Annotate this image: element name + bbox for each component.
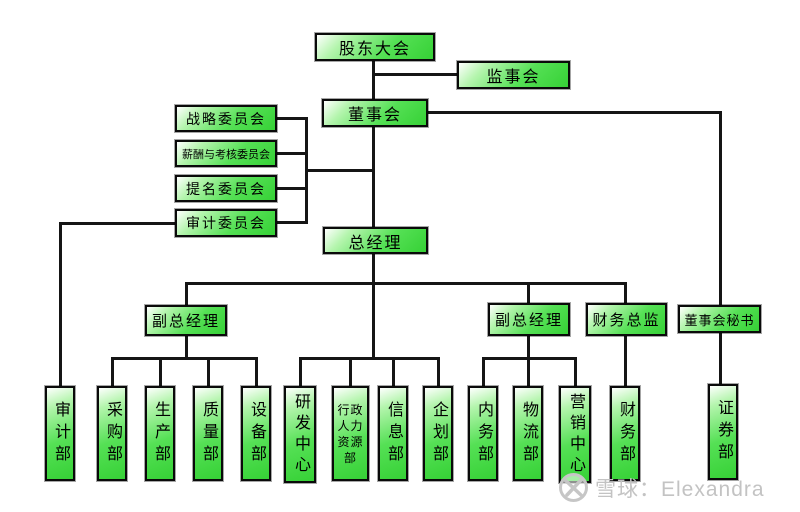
dept-equipment: 设备部 (241, 386, 271, 481)
node-label: 监事会 (486, 69, 541, 86)
watermark-text: 雪球：Elexandra (595, 477, 765, 501)
dept-information: 信息部 (378, 386, 408, 481)
connector-line (624, 336, 627, 387)
xueqiu-logo-icon (559, 473, 588, 502)
connector-line (372, 254, 375, 360)
dept-rnd-center: 研发中心 (284, 386, 316, 483)
dept-quality: 质量部 (193, 386, 223, 481)
node-label: 董事会秘书 (684, 312, 755, 328)
dept-logistics: 物流部 (513, 386, 543, 481)
connector-line (299, 357, 440, 360)
dept-label: 内务部 (475, 400, 492, 467)
node-general-manager: 总经理 (323, 227, 428, 254)
dept-admin-hr: 行政人力资源部 (332, 386, 369, 481)
connector-line (277, 117, 305, 120)
node-label: 薪酬与考核委员会 (182, 148, 270, 161)
node-label: 董事会 (347, 107, 402, 124)
node-nomination-committee: 提名委员会 (175, 175, 277, 202)
node-label: 提名委员会 (186, 182, 266, 198)
connector-line (372, 127, 375, 228)
node-strategy-committee: 战略委员会 (175, 105, 277, 132)
node-finance-director: 财务总监 (586, 303, 667, 336)
dept-marketing-center: 营销中心 (559, 386, 591, 483)
node-audit-committee: 审计委员会 (175, 209, 277, 237)
connector-line (428, 111, 722, 114)
connector-line (185, 282, 188, 305)
connector-line (185, 336, 188, 360)
connector-line (299, 357, 302, 387)
node-label: 股东大会 (338, 41, 411, 58)
dept-label: 行政人力资源部 (337, 402, 364, 465)
connector-line (372, 73, 457, 76)
node-label: 副总经理 (494, 313, 563, 329)
dept-label: 物流部 (520, 400, 537, 467)
connector-line (527, 357, 530, 387)
connector-line (59, 222, 62, 386)
dept-label: 审计部 (52, 400, 69, 467)
dept-label: 营销中心 (567, 392, 584, 477)
connector-line (349, 357, 352, 387)
connector-line (719, 111, 722, 306)
node-deputy-gm-right: 副总经理 (488, 303, 570, 336)
node-label: 副总经理 (151, 314, 220, 330)
connector-line (372, 61, 375, 100)
connector-line (574, 357, 577, 387)
dept-production: 生产部 (145, 386, 175, 481)
connector-line (277, 152, 305, 155)
node-label: 总经理 (348, 234, 403, 252)
dept-label: 设备部 (248, 400, 265, 467)
dept-label: 信息部 (385, 400, 402, 467)
dept-label: 质量部 (200, 400, 217, 467)
dept-label: 生产部 (152, 400, 169, 467)
connector-line (392, 357, 395, 387)
dept-securities: 证券部 (708, 384, 738, 480)
connector-line (305, 169, 374, 172)
watermark: 雪球：Elexandra (558, 472, 765, 503)
node-shareholders: 股东大会 (315, 33, 435, 61)
node-compensation-committee: 薪酬与考核委员会 (175, 140, 277, 167)
connector-line (159, 357, 162, 387)
node-supervisory-board: 监事会 (457, 61, 570, 89)
dept-label: 财务部 (617, 400, 634, 467)
connector-line (111, 357, 114, 387)
connector-line (527, 282, 530, 304)
connector-line (111, 357, 258, 360)
dept-internal-affairs: 内务部 (468, 386, 498, 481)
node-label: 审计委员会 (186, 217, 266, 232)
node-label: 战略委员会 (186, 112, 266, 128)
node-board-secretary: 董事会秘书 (678, 305, 761, 333)
node-deputy-gm-left: 副总经理 (145, 305, 227, 336)
node-label: 财务总监 (592, 313, 661, 329)
connector-line (527, 336, 530, 360)
connector-line (482, 357, 485, 387)
connector-line (185, 282, 627, 285)
dept-label: 证券部 (715, 399, 732, 465)
dept-planning: 企划部 (423, 386, 453, 481)
connector-line (719, 333, 722, 385)
dept-label: 企划部 (430, 400, 447, 467)
connector-line (277, 221, 305, 224)
dept-audit: 审计部 (45, 386, 75, 481)
dept-procurement: 采购部 (97, 386, 127, 481)
dept-label: 研发中心 (292, 392, 309, 477)
connector-line (437, 357, 440, 387)
connector-line (624, 282, 627, 304)
connector-line (255, 357, 258, 387)
connector-line (59, 222, 175, 225)
connector-line (277, 187, 305, 190)
dept-finance: 财务部 (610, 386, 640, 481)
node-board-of-directors: 董事会 (322, 99, 428, 127)
connector-line (207, 357, 210, 387)
dept-label: 采购部 (104, 400, 121, 467)
